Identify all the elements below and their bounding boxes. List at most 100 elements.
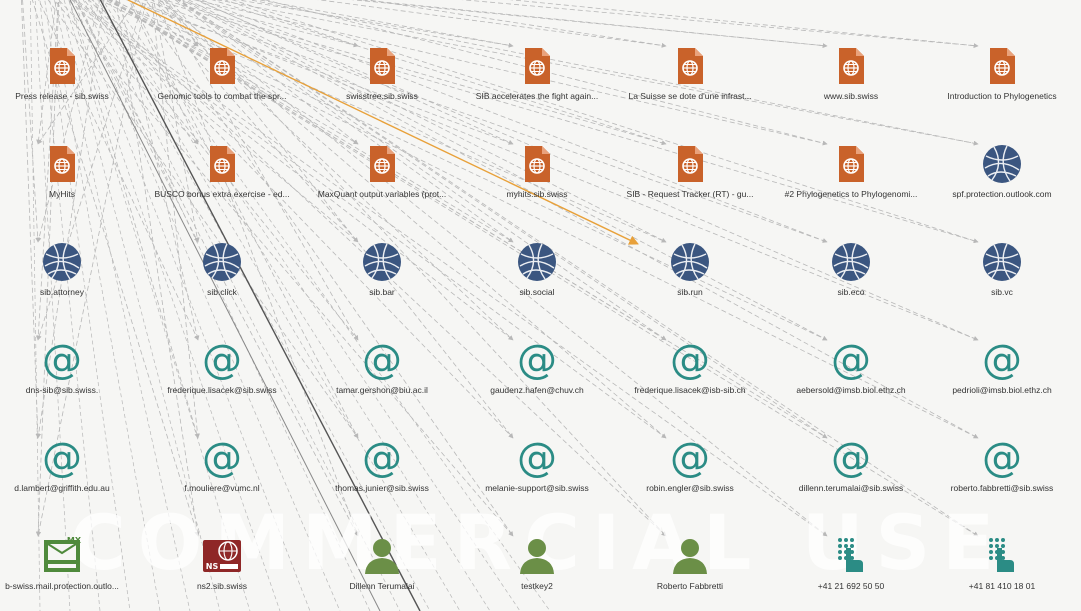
graph-edge bbox=[177, 0, 514, 243]
graph-edge bbox=[109, 0, 514, 243]
graph-node[interactable]: sib.run bbox=[615, 240, 765, 297]
graph-edge bbox=[110, 0, 667, 243]
graph-node[interactable]: sib.click bbox=[147, 240, 297, 297]
graph-edge bbox=[365, 0, 667, 48]
graph-edge bbox=[49, 0, 161, 611]
graph-edge bbox=[68, 0, 281, 611]
graph-node[interactable]: Press release - sib.swiss bbox=[0, 44, 150, 101]
email-at-icon: @ bbox=[360, 337, 404, 383]
graph-edge bbox=[157, 0, 359, 537]
graph-node-label: sib.vc bbox=[991, 287, 1013, 297]
graph-edge bbox=[53, 0, 514, 537]
graph-node-label: f.mouliere@vumc.nl bbox=[184, 483, 260, 493]
graph-node-label: Genomic tools to combat the spr... bbox=[157, 91, 287, 101]
graph-node[interactable]: sib.bar bbox=[307, 240, 457, 297]
mx-record-icon: MX bbox=[40, 534, 84, 578]
graph-edge bbox=[34, 0, 71, 611]
graph-edge bbox=[58, 0, 221, 611]
graph-edge bbox=[92, 0, 431, 611]
svg-text:@: @ bbox=[982, 338, 1022, 382]
graph-edge bbox=[248, 0, 979, 146]
graph-node[interactable]: Dillenn Terumalai bbox=[307, 534, 457, 591]
graph-node[interactable]: sib.social bbox=[462, 240, 612, 297]
graph-node[interactable]: BUSCO bonus extra exercise - ed... bbox=[147, 142, 297, 199]
graph-node[interactable]: @ tamar.gershon@biu.ac.il bbox=[307, 337, 457, 395]
graph-node[interactable]: swisstree.sib.swiss bbox=[307, 44, 457, 101]
graph-edge bbox=[177, 0, 667, 341]
graph-node[interactable]: @ frederique.lisacek@isb-sib.ch bbox=[615, 337, 765, 395]
graph-node[interactable]: MX b-swiss.mail.protection.outlo... bbox=[0, 534, 150, 591]
graph-node[interactable]: Introduction to Phylogenetics bbox=[927, 44, 1077, 101]
graph-edge bbox=[91, 0, 667, 537]
graph-edge bbox=[181, 0, 979, 439]
graph-node[interactable]: @ thomas.junier@sib.swiss bbox=[307, 435, 457, 493]
graph-node[interactable]: MyHits bbox=[0, 142, 150, 199]
graph-node[interactable]: NS ns2.sib.swiss bbox=[147, 534, 297, 591]
graph-node[interactable]: @ dns-sib@sib.swiss. bbox=[0, 337, 150, 395]
graph-node[interactable]: @ melanie-support@sib.swiss bbox=[462, 435, 612, 493]
domain-globe-icon bbox=[360, 240, 404, 284]
graph-node[interactable]: @ d.lambert@griffith.edu.au bbox=[0, 435, 150, 493]
graph-node[interactable]: #2 Phylogenetics to Phylogenomi... bbox=[776, 142, 926, 199]
graph-node[interactable]: sib.attorney bbox=[0, 240, 150, 297]
graph-node-label: MaxQuant output variables (prot... bbox=[317, 189, 447, 199]
graph-node-label: MyHits bbox=[49, 189, 75, 199]
graph-node-label: pedrioli@imsb.biol.ethz.ch bbox=[952, 385, 1052, 395]
graph-node[interactable]: myhits.sib.swiss bbox=[462, 142, 612, 199]
graph-node[interactable]: La Suisse se dote d'une infrast... bbox=[615, 44, 765, 101]
email-at-icon: @ bbox=[200, 435, 244, 481]
phone-number-icon bbox=[980, 534, 1024, 578]
graph-node-label: b-swiss.mail.protection.outlo... bbox=[5, 581, 119, 591]
ns-record-icon: NS bbox=[200, 534, 244, 578]
graph-node[interactable]: spf.protection.outlook.com bbox=[927, 142, 1077, 199]
graph-node[interactable]: @ gaudenz.hafen@chuv.ch bbox=[462, 337, 612, 395]
graph-edge bbox=[68, 0, 200, 439]
graph-edge bbox=[127, 0, 639, 245]
graph-node[interactable]: +41 21 692 50 50 bbox=[776, 534, 926, 591]
graph-node[interactable]: @ pedrioli@imsb.biol.ethz.ch bbox=[927, 337, 1077, 395]
graph-edge bbox=[108, 0, 828, 439]
graph-node-label: robin.engler@sib.swiss bbox=[646, 483, 734, 493]
graph-node[interactable]: @ dillenn.terumalai@sib.swiss bbox=[776, 435, 926, 493]
graph-node[interactable]: @ roberto.fabbretti@sib.swiss bbox=[927, 435, 1077, 493]
graph-node-label: tamar.gershon@biu.ac.il bbox=[336, 385, 428, 395]
graph-edge bbox=[137, 0, 514, 537]
graph-node[interactable]: Roberto Fabbretti bbox=[615, 534, 765, 591]
graph-edge bbox=[164, 0, 199, 47]
graph-node[interactable]: @ frederique.lisacek@sib.swiss bbox=[147, 337, 297, 395]
graph-node-label: La Suisse se dote d'une infrast... bbox=[628, 91, 752, 101]
graph-node-label: sib.run bbox=[677, 287, 703, 297]
graph-node[interactable]: @ aebersold@imsb.biol.ethz.ch bbox=[776, 337, 926, 395]
graph-node[interactable]: www.sib.swiss bbox=[776, 44, 926, 101]
graph-node[interactable]: sib.vc bbox=[927, 240, 1077, 297]
graph-node[interactable]: sib.eco bbox=[776, 240, 926, 297]
graph-edge bbox=[44, 0, 131, 611]
svg-text:@: @ bbox=[362, 436, 402, 480]
graph-node-label: gaudenz.hafen@chuv.ch bbox=[490, 385, 584, 395]
graph-node[interactable]: testkey2 bbox=[462, 534, 612, 591]
graph-node[interactable]: @ f.mouliere@vumc.nl bbox=[147, 435, 297, 493]
svg-text:@: @ bbox=[982, 436, 1022, 480]
email-at-icon: @ bbox=[200, 337, 244, 383]
graph-edge bbox=[36, 0, 147, 537]
graph-node-label: melanie-support@sib.swiss bbox=[485, 483, 589, 493]
graph-edge bbox=[78, 0, 341, 611]
graph-node-label: dillenn.terumalai@sib.swiss bbox=[798, 483, 904, 493]
graph-node[interactable]: MaxQuant output variables (prot... bbox=[307, 142, 457, 199]
graph-node-label: sib.attorney bbox=[40, 287, 84, 297]
graph-node[interactable]: +41 81 410 18 01 bbox=[927, 534, 1077, 591]
graph-edge bbox=[155, 0, 667, 439]
graph-edge bbox=[37, 0, 137, 145]
graph-edge bbox=[63, 0, 251, 611]
graph-edge bbox=[161, 0, 359, 341]
graph-edge bbox=[39, 0, 101, 611]
graph-edge bbox=[36, 0, 101, 243]
graph-node[interactable]: Genomic tools to combat the spr... bbox=[147, 44, 297, 101]
graph-node-label: +41 21 692 50 50 bbox=[817, 581, 885, 591]
graph-node[interactable]: SIB - Request Tracker (RT) - gu... bbox=[615, 142, 765, 199]
graph-node[interactable]: @ robin.engler@sib.swiss bbox=[615, 435, 765, 493]
graph-node-label: spf.protection.outlook.com bbox=[952, 189, 1052, 199]
graph-node[interactable]: SIB accelerates the fight again... bbox=[462, 44, 612, 101]
graph-node-label: SIB accelerates the fight again... bbox=[475, 91, 599, 101]
